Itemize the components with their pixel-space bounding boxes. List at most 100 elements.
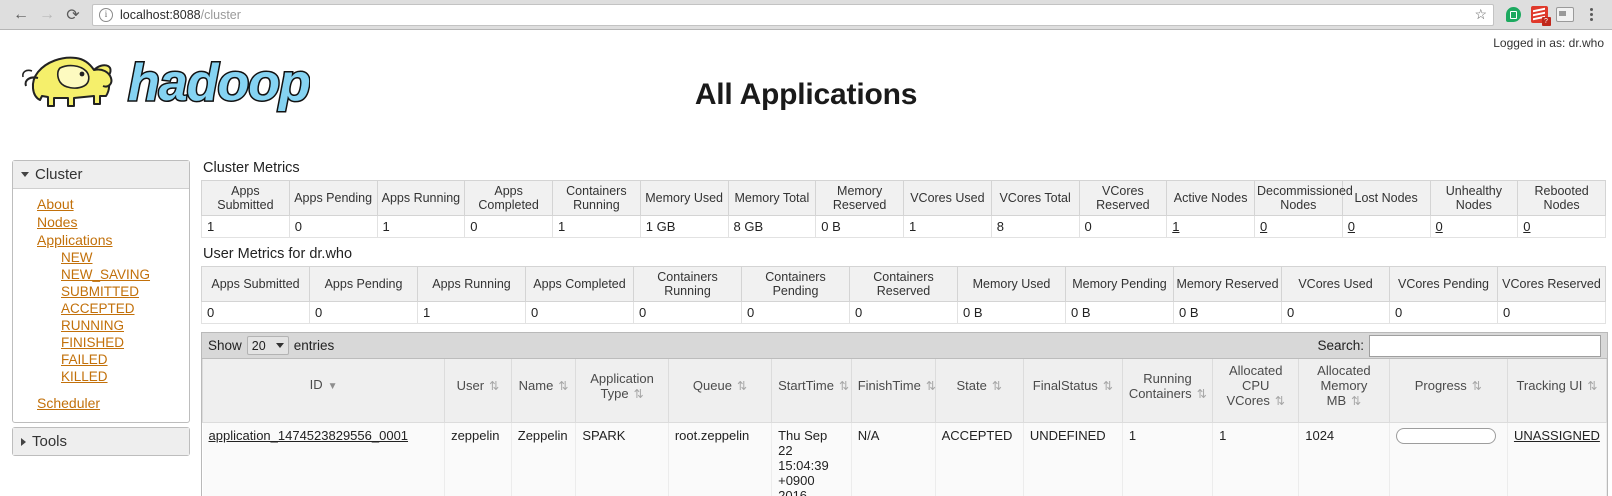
user-metrics-header-cell: VCores Used: [1281, 266, 1390, 302]
cluster-metrics-value-link[interactable]: 0: [1435, 219, 1443, 234]
column-header-progress[interactable]: Progress⇅: [1388, 359, 1508, 423]
sort-descending-icon: ▼: [327, 381, 338, 392]
column-header-label: Allocated Memory MB: [1317, 363, 1371, 408]
cluster-metrics-header-cell: Memory Total: [727, 180, 817, 216]
column-header-tracking-ui[interactable]: Tracking UI⇅: [1506, 359, 1608, 423]
hadoop-logo[interactable]: hadoop: [10, 38, 312, 120]
sidebar-item-new-saving[interactable]: NEW_SAVING: [61, 267, 151, 282]
column-header-user[interactable]: User⇅: [444, 359, 512, 423]
cluster-metrics-title: Cluster Metrics: [203, 160, 300, 176]
cluster-metrics-value-cell: 0: [1254, 215, 1343, 238]
column-header-application-type[interactable]: Application Type⇅: [575, 359, 669, 423]
page-title: All Applications: [694, 78, 918, 111]
sidebar-item-failed[interactable]: FAILED: [61, 352, 108, 367]
column-header-allocated-cpu-vcores[interactable]: Allocated CPU VCores⇅: [1212, 359, 1300, 423]
user-metrics-value-cell: 0: [525, 301, 634, 324]
sort-both-icon: ⇅: [925, 379, 936, 393]
sidebar-gap: [13, 385, 189, 394]
column-header-allocated-memory-mb[interactable]: Allocated Memory MB⇅: [1298, 359, 1390, 423]
sidebar-item-about[interactable]: About: [37, 196, 74, 212]
cluster-metrics-value-link[interactable]: 0: [1523, 219, 1531, 234]
sidebar-item-accepted[interactable]: ACCEPTED: [61, 301, 135, 316]
red-extension-icon[interactable]: ?: [1526, 2, 1552, 28]
cell-allocated-memory-mb: 1024: [1298, 422, 1390, 496]
search-label: Search:: [1317, 338, 1364, 353]
sidebar-item-new[interactable]: NEW: [61, 250, 93, 265]
sidebar-item-scheduler[interactable]: Scheduler: [37, 395, 101, 411]
tracking-ui-link[interactable]: UNASSIGNED: [1513, 428, 1600, 443]
cluster-metrics-header-cell: Memory Used: [639, 180, 729, 216]
url-host: localhost:8088: [120, 7, 201, 22]
sidebar-cluster-header[interactable]: Cluster: [13, 161, 189, 189]
show-label: Show: [208, 338, 242, 353]
user-metrics-title: User Metrics for dr.who: [203, 246, 353, 262]
back-arrow-icon[interactable]: ←: [13, 5, 29, 23]
sidebar-item-applications[interactable]: Applications: [37, 232, 113, 248]
forward-arrow-icon[interactable]: →: [39, 5, 55, 23]
page-length-value: 20: [251, 338, 266, 353]
column-header-label: Application Type: [590, 370, 654, 401]
column-header-id[interactable]: ID▼: [201, 359, 446, 423]
column-header-label: FinalStatus: [1032, 378, 1098, 393]
url-path: /cluster: [200, 7, 241, 22]
cell-running-containers: 1: [1122, 422, 1214, 496]
sort-both-icon: ⇅: [1274, 394, 1285, 408]
sort-both-icon: ⇅: [1471, 379, 1482, 393]
cluster-metrics-header-cell: VCores Used: [903, 180, 992, 216]
user-metrics-value-cell: 0: [1497, 301, 1606, 324]
cluster-metrics-value-link[interactable]: 0: [1260, 219, 1268, 234]
address-bar[interactable]: i localhost:8088/cluster ☆: [92, 3, 1494, 26]
cell-finish-time: N/A: [851, 422, 936, 496]
chevron-down-icon: [275, 343, 284, 348]
sidebar-cluster-body: About Nodes Applications NEW NEW_SAVING …: [13, 189, 189, 422]
cluster-metrics-header-cell: Apps Submitted: [201, 180, 290, 216]
window-extension-icon[interactable]: [1552, 2, 1578, 28]
cluster-metrics-value-link[interactable]: 0: [1347, 219, 1355, 234]
cluster-metrics-header-cell: Apps Running: [376, 180, 466, 216]
application-id-link[interactable]: application_1474523829556_0001: [208, 428, 409, 443]
cell-user: zeppelin: [444, 422, 512, 496]
sidebar-item-killed[interactable]: KILLED: [61, 369, 108, 384]
cluster-metrics-header-cell: Rebooted Nodes: [1517, 180, 1606, 216]
sidebar-item-finished[interactable]: FINISHED: [61, 335, 125, 350]
sidebar-item-submitted[interactable]: SUBMITTED: [61, 284, 140, 299]
column-header-finishtime[interactable]: FinishTime ⇅: [850, 359, 936, 423]
column-header-starttime[interactable]: StartTime⇅: [771, 359, 852, 423]
kebab-menu-icon[interactable]: [1578, 2, 1604, 28]
browser-chrome: ← → ⟳ i localhost:8088/cluster ☆ ?: [0, 0, 1612, 30]
cluster-metrics-value-cell: 1: [1166, 215, 1255, 238]
user-metrics-header-cell: Apps Running: [417, 266, 526, 302]
sidebar-item-running[interactable]: RUNNING: [61, 318, 124, 333]
cluster-metrics-value-link[interactable]: 1: [1172, 219, 1180, 234]
cluster-metrics-value-cell: 0: [1517, 215, 1606, 238]
search-input[interactable]: [1369, 334, 1601, 357]
caret-down-icon: [21, 172, 29, 177]
column-header-state[interactable]: State⇅: [934, 359, 1024, 423]
sidebar-item-nodes[interactable]: Nodes: [37, 214, 78, 230]
cluster-metrics-value-cell: 0: [1078, 215, 1168, 238]
page-length-select[interactable]: 20: [246, 336, 289, 355]
column-header-label: User: [456, 378, 485, 393]
reload-icon[interactable]: ⟳: [66, 6, 80, 24]
column-header-label: Running Containers: [1128, 370, 1192, 401]
column-header-label: FinishTime: [857, 378, 921, 393]
column-header-queue[interactable]: Queue⇅: [667, 359, 773, 423]
sidebar-tools-header[interactable]: Tools: [13, 428, 189, 455]
column-header-name[interactable]: Name⇅: [510, 359, 577, 423]
column-header-running-containers[interactable]: Running Containers⇅: [1121, 359, 1214, 423]
sidebar: Cluster About Nodes Applications NEW NEW…: [12, 160, 190, 460]
logged-in-label: Logged in as: dr.who: [1493, 36, 1604, 50]
user-metrics-header-cell: Memory Reserved: [1173, 266, 1282, 302]
cluster-metrics-value-cell: 0: [464, 215, 553, 238]
hangouts-extension-icon[interactable]: [1500, 2, 1526, 28]
site-info-icon[interactable]: i: [99, 7, 113, 22]
cluster-metrics-header-cell: Active Nodes: [1166, 180, 1255, 216]
sort-both-icon: ⇅: [633, 386, 644, 401]
bookmark-star-icon[interactable]: ☆: [1474, 6, 1487, 22]
column-header-finalstatus[interactable]: FinalStatus⇅: [1022, 359, 1123, 423]
applications-datatable: Show 20 entries Search:: [201, 332, 1608, 496]
cluster-metrics-value-cell: 8: [990, 215, 1080, 238]
sidebar-panel-cluster: Cluster About Nodes Applications NEW NEW…: [12, 160, 190, 423]
